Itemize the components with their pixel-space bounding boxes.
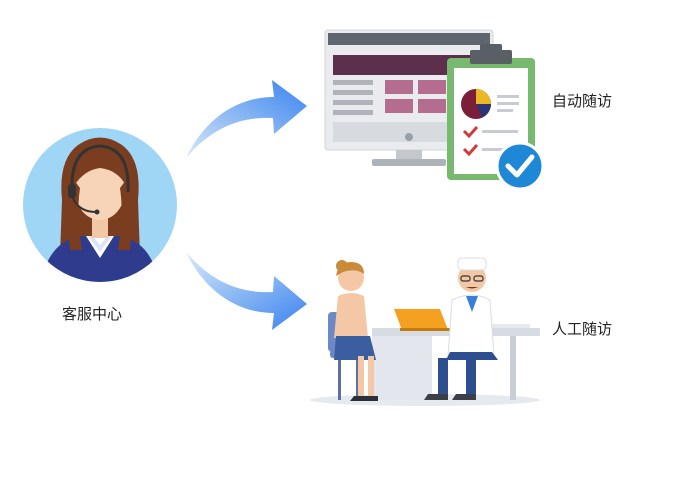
arrow-to-auto (186, 80, 307, 158)
doctor-patient-consultation-icon (310, 257, 540, 406)
arrow-to-manual (186, 252, 307, 330)
manual-followup-label: 人工随访 (552, 320, 613, 338)
customer-service-agent-icon (23, 128, 177, 282)
customer-service-center-label: 客服中心 (62, 305, 123, 323)
auto-followup-label: 自动随访 (552, 92, 613, 110)
check-badge-icon (495, 141, 545, 191)
